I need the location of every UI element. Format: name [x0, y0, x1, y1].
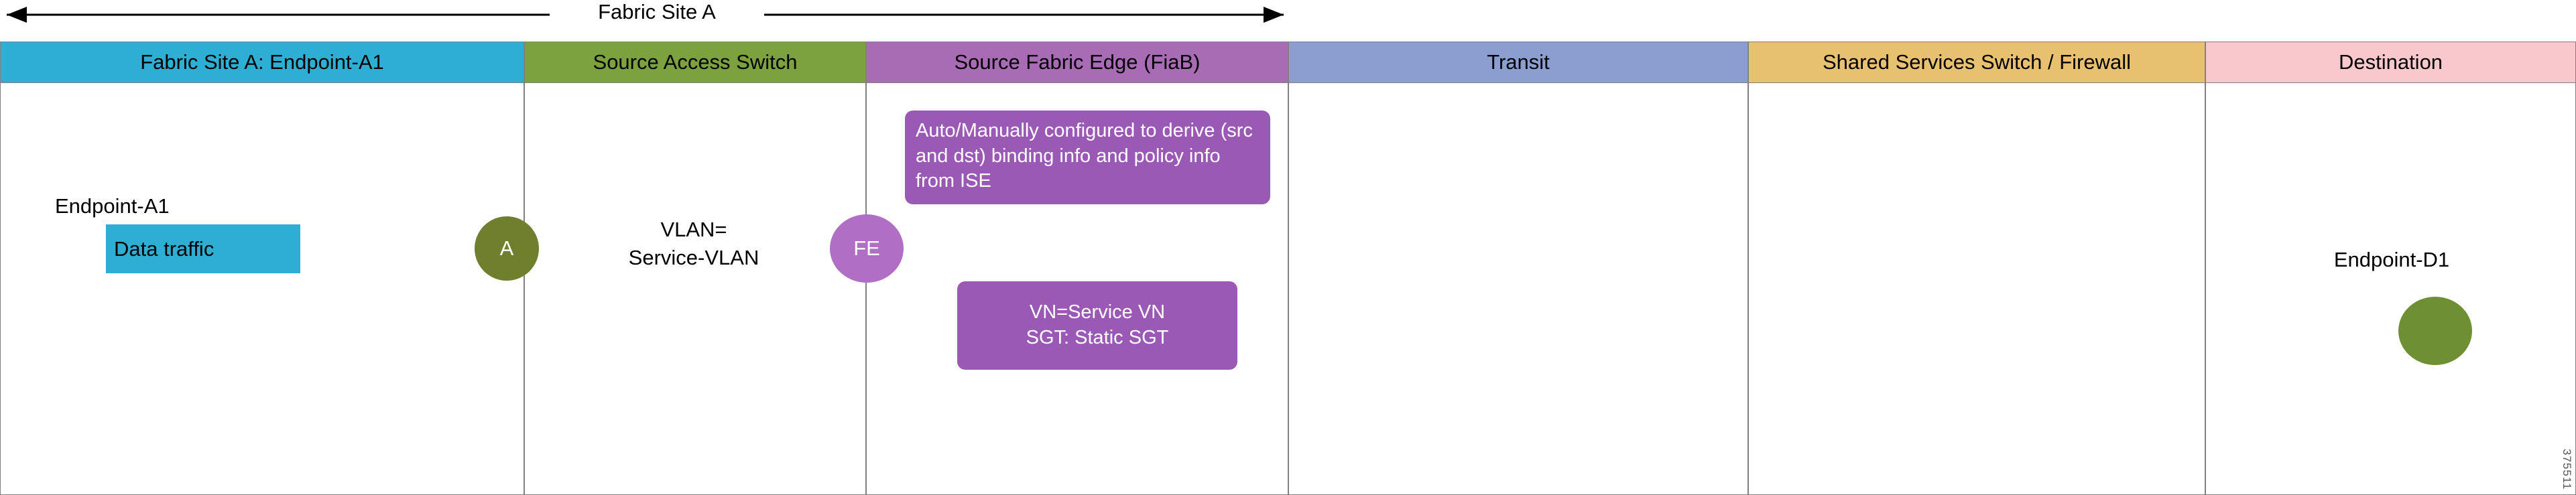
column-header-source-access-switch: Source Access Switch: [524, 42, 866, 83]
fabric-edge-node-label: FE: [853, 236, 880, 260]
callout-vn-line1: VN=Service VN: [1029, 301, 1166, 324]
callout-binding-policy: Auto/Manually configured to derive (src …: [905, 111, 1270, 204]
watermark-id: 375511: [2561, 448, 2573, 490]
endpoint-d1-label: Endpoint-D1: [2333, 248, 2450, 271]
column-body-endpoint-a1: [0, 83, 524, 495]
endpoint-a1-label: Endpoint-A1: [55, 194, 170, 218]
column-header-source-fabric-edge: Source Fabric Edge (FiaB): [866, 42, 1288, 83]
callout-vn-line2: SGT: Static SGT: [1026, 327, 1169, 348]
column-header-label: Shared Services Switch / Firewall: [1823, 50, 2131, 74]
column-header-label: Fabric Site A: Endpoint-A1: [140, 50, 384, 74]
vlan-label-line2: Service-VLAN: [628, 246, 759, 269]
column-body-destination: [2205, 83, 2576, 495]
column-body-transit: [1288, 83, 1748, 495]
column-header-label: Transit: [1487, 50, 1550, 74]
fabric-edge-node: FE: [830, 214, 904, 283]
span-label: Fabric Site A: [550, 0, 764, 24]
column-header-endpoint-a1: Fabric Site A: Endpoint-A1: [0, 42, 524, 83]
vlan-label-line1: VLAN=: [660, 218, 727, 241]
column-header-destination: Destination: [2205, 42, 2576, 83]
column-header-label: Source Access Switch: [593, 50, 798, 74]
column-body-shared-services: [1748, 83, 2205, 495]
callout-binding-policy-text: Auto/Manually configured to derive (src …: [916, 120, 1253, 192]
access-switch-node: A: [475, 216, 539, 281]
column-header-transit: Transit: [1288, 42, 1748, 83]
data-traffic-label: Data traffic: [114, 236, 214, 261]
endpoint-d1-node: [2398, 297, 2472, 365]
access-switch-node-label: A: [499, 236, 514, 260]
column-body-source-access-switch: [524, 83, 866, 495]
data-traffic-box: Data traffic: [106, 224, 300, 273]
column-header-shared-services: Shared Services Switch / Firewall: [1748, 42, 2205, 83]
callout-vn-sgt: VN=Service VN SGT: Static SGT: [957, 281, 1237, 370]
column-header-label: Source Fabric Edge (FiaB): [954, 50, 1201, 74]
column-header-label: Destination: [2338, 50, 2443, 74]
